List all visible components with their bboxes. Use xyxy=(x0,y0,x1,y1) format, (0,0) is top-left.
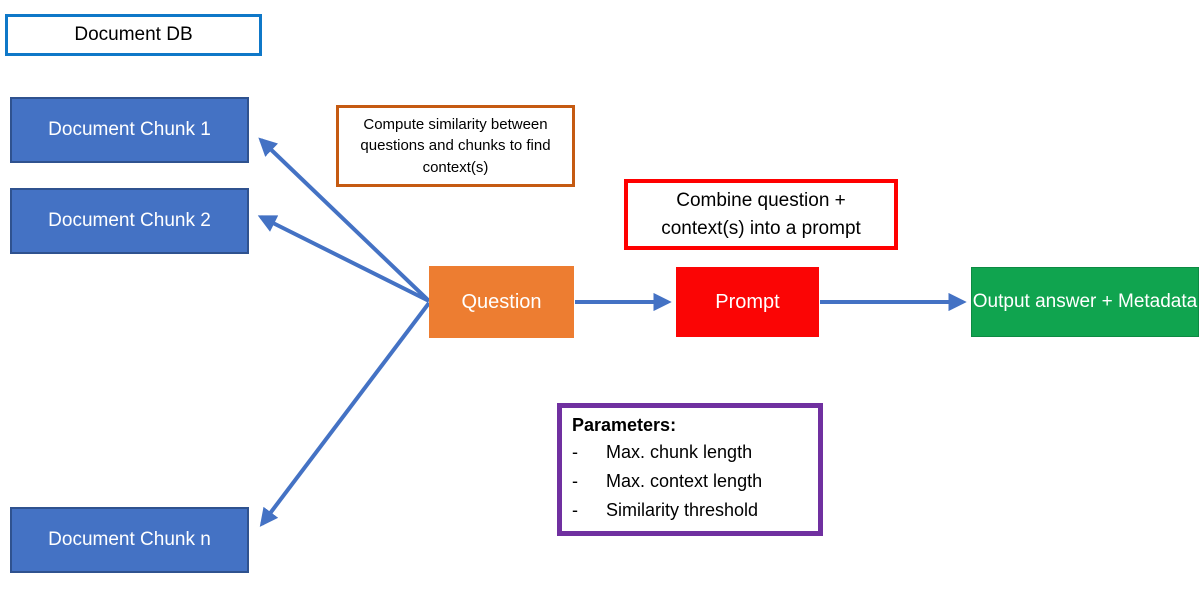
annotation-combine-prompt-label: Combine question + context(s) into a pro… xyxy=(661,189,861,239)
annotation-compute-similarity: Compute similarity between questions and… xyxy=(336,105,575,187)
parameters-item: - Max. chunk length xyxy=(572,438,808,467)
node-document-chunk-2-label: Document Chunk 2 xyxy=(48,210,211,231)
parameters-item-bullet: - xyxy=(572,500,578,521)
node-output: Output answer + Metadata xyxy=(971,267,1199,337)
node-document-chunk-n: Document Chunk n xyxy=(10,507,249,573)
parameters-item: - Max. context length xyxy=(572,467,808,496)
node-document-db-label: Document DB xyxy=(74,24,193,45)
arrow-question-to-chunk-n xyxy=(259,301,431,527)
parameters-item-label: Similarity threshold xyxy=(606,500,759,521)
parameters-item-label: Max. context length xyxy=(606,471,763,492)
parameters-title: Parameters: xyxy=(572,415,677,435)
node-document-chunk-2: Document Chunk 2 xyxy=(10,188,249,254)
node-prompt-label: Prompt xyxy=(715,290,780,313)
annotation-compute-similarity-label: Compute similarity between questions and… xyxy=(360,116,551,176)
annotation-combine-prompt: Combine question + context(s) into a pro… xyxy=(624,179,898,250)
node-document-chunk-n-label: Document Chunk n xyxy=(48,529,211,550)
parameters-item-bullet: - xyxy=(572,442,578,462)
node-question-label: Question xyxy=(461,290,542,313)
node-question: Question xyxy=(429,266,574,338)
node-document-db: Document DB xyxy=(5,14,262,56)
arrow-question-to-chunk-2 xyxy=(257,215,430,303)
parameters-item-label: Max. chunk length xyxy=(606,442,753,462)
node-prompt: Prompt xyxy=(676,267,819,337)
node-document-chunk-1: Document Chunk 1 xyxy=(10,97,249,163)
node-document-chunk-1-label: Document Chunk 1 xyxy=(48,119,211,140)
parameters-item: - Similarity threshold xyxy=(572,496,808,525)
node-output-label: Output answer + Metadata xyxy=(972,291,1198,313)
annotation-parameters: Parameters: - Max. chunk length - Max. c… xyxy=(557,403,823,536)
parameters-item-bullet: - xyxy=(572,471,578,492)
